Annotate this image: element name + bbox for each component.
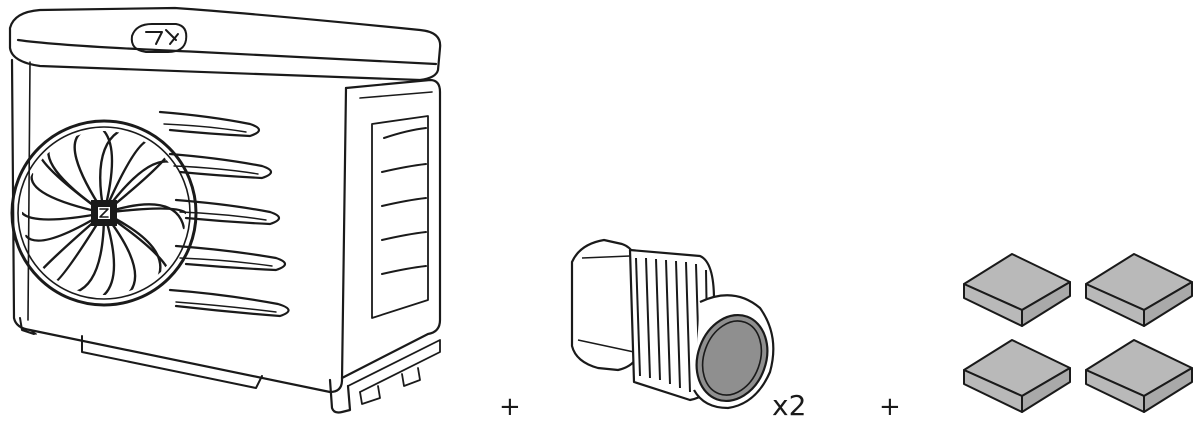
heat-pump-front-panel (10, 58, 348, 394)
heat-pump-side-panel (340, 78, 442, 380)
plus-sign: + (499, 392, 521, 422)
pipe-union-fitting (570, 238, 775, 410)
pad-3 (963, 339, 1071, 413)
heat-pump-unit (8, 6, 442, 414)
heat-pump-top-cover (8, 6, 442, 82)
fan-grille (10, 119, 198, 307)
pad-4 (1085, 339, 1193, 413)
pad-2 (1085, 253, 1193, 327)
anti-vibration-pads (963, 253, 1193, 413)
brand-logo-icon (130, 23, 188, 53)
pad-1 (963, 253, 1071, 327)
plus-sign: + (879, 392, 901, 422)
fitting-pipe-opening (695, 313, 769, 403)
fitting-quantity-label: x2 (772, 389, 807, 422)
